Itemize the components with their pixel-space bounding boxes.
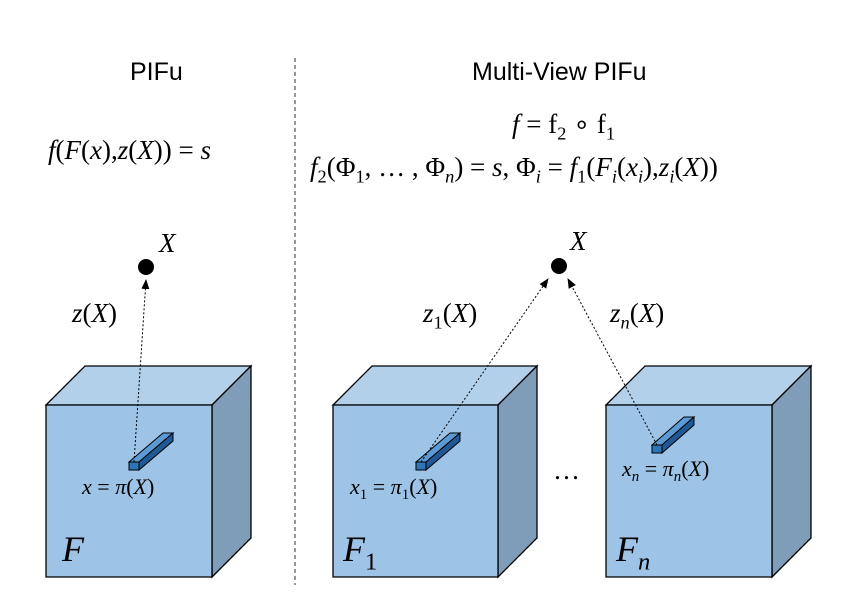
views-ellipsis: … xyxy=(553,455,580,485)
projection-ray-view-n xyxy=(567,278,658,446)
title-multi-view-pifu: Multi-View PIFu xyxy=(472,58,647,86)
ray-label-view-n: zn(X) xyxy=(610,298,665,333)
query-point-right xyxy=(551,258,567,274)
title-pifu: PIFu xyxy=(130,58,183,86)
pixel-bar-view-n xyxy=(650,415,696,455)
cube-f1-front-face xyxy=(332,404,499,578)
point-label-right: X xyxy=(570,226,587,256)
cube-label-f1: F1 xyxy=(343,529,378,576)
pixel-label-view-1: x1 = π1(X) xyxy=(350,474,438,504)
cube-label-f: F xyxy=(62,529,84,569)
cube-fn-front-face xyxy=(605,404,773,578)
pixel-label-left: x = π(X) xyxy=(82,474,155,499)
ray-label-left: z(X) xyxy=(72,298,118,328)
pixel-label-view-n: xn = πn(X) xyxy=(622,456,710,486)
cube-f-front-face xyxy=(45,404,213,578)
equation-pifu: f(F(x),z(X)) = s xyxy=(48,135,211,165)
cube-label-fn: Fn xyxy=(616,529,651,576)
feature-volume-cube-f xyxy=(44,364,253,579)
pixel-bar-left xyxy=(127,431,175,472)
feature-volume-cube-f1 xyxy=(331,364,539,579)
query-point-left xyxy=(138,259,154,275)
equation-multi-view: f2(Φ1, … , Φn) = s, Φi = f1(Fi(xi),zi(X)… xyxy=(310,152,718,187)
feature-volume-cube-fn xyxy=(604,364,813,579)
projection-ray-view-1 xyxy=(420,278,549,463)
ray-label-view-1: z1(X) xyxy=(423,298,478,333)
equation-composition: f = f2 ∘ f1 xyxy=(512,109,616,144)
point-label-left: X xyxy=(159,228,176,258)
pixel-bar-view-1 xyxy=(414,431,462,472)
